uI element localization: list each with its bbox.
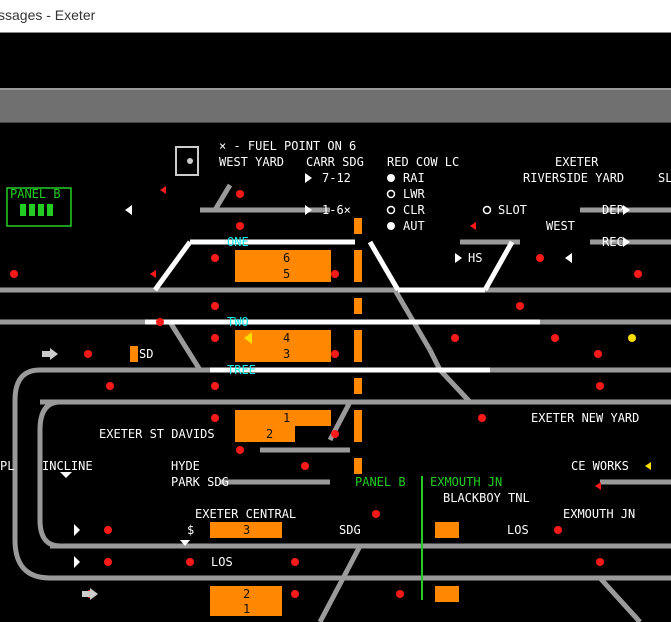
aut-label[interactable]: AUT	[403, 219, 425, 233]
toolbar-band	[0, 88, 671, 123]
rai-label[interactable]: RAI	[403, 171, 425, 185]
red-cow-lc-label: RED COW LC	[387, 155, 460, 169]
platform-3-number: 3	[283, 347, 291, 361]
west-yard-label: WEST YARD	[219, 155, 285, 169]
exeter-riverside-label: EXETER	[555, 155, 599, 169]
exeter-st-davids-label: EXETER ST DAVIDS	[99, 427, 215, 441]
lwr-label[interactable]: LWR	[403, 187, 425, 201]
west-label: WEST	[546, 219, 575, 233]
exeter-central-label: EXETER CENTRAL	[195, 507, 297, 521]
route-1-6-label: 1-6×	[322, 203, 351, 217]
central-platform-2-number: 2	[243, 587, 251, 601]
central-platform-3-number: 3	[243, 523, 251, 537]
carr-sdg-label: CARR SDG	[306, 155, 364, 169]
incline-label: INCLINE	[42, 459, 93, 473]
panel-b-bottom-label[interactable]: PANEL B	[355, 475, 406, 489]
hs-label: HS	[468, 251, 483, 265]
riverside-yard-label: RIVERSIDE YARD	[523, 171, 625, 185]
los-label-2: LOS	[211, 555, 233, 569]
sdg-label: SDG	[339, 523, 361, 537]
dep-label: DEP	[602, 203, 624, 217]
dollar-label: $	[187, 523, 195, 537]
line-tree-label: TREE	[227, 363, 256, 377]
slot-label: SLOT	[498, 203, 527, 217]
window-titlebar: ssages - Exeter	[0, 0, 671, 33]
clr-label[interactable]: CLR	[403, 203, 425, 217]
fuel-point-label: × - FUEL POINT ON 6	[219, 139, 357, 153]
pl-label: PL	[0, 459, 15, 473]
panel-b-label[interactable]: PANEL B	[10, 187, 61, 201]
ce-works-label: CE WORKS	[571, 459, 629, 473]
exmouth-jn-link-label[interactable]: EXMOUTH JN	[430, 475, 503, 489]
sl-label: SL	[658, 171, 671, 185]
line-one-label: ONE	[227, 235, 249, 249]
st-davids-platform-2-number: 2	[266, 427, 274, 441]
sd-label: SD	[139, 347, 154, 361]
line-two-label: TWO	[227, 315, 249, 329]
park-sdg-label: PARK SDG	[171, 475, 229, 489]
rec-label: REC	[602, 235, 624, 249]
platform-6-number: 6	[283, 251, 291, 265]
exeter-new-yard-label: EXETER NEW YARD	[531, 411, 640, 425]
exmouth-jn-label: EXMOUTH JN	[563, 507, 636, 521]
route-7-12-label: 7-12	[322, 171, 351, 185]
window-title: ssages - Exeter	[0, 7, 96, 23]
los-label-1: LOS	[507, 523, 529, 537]
hyde-label: HYDE	[171, 459, 200, 473]
blackboy-tnl-label: BLACKBOY TNL	[443, 491, 530, 505]
st-davids-platform-1-number: 1	[283, 411, 291, 425]
platform-5-number: 5	[283, 267, 291, 281]
platform-4-number: 4	[283, 331, 291, 345]
central-platform-1-number: 1	[243, 602, 251, 616]
